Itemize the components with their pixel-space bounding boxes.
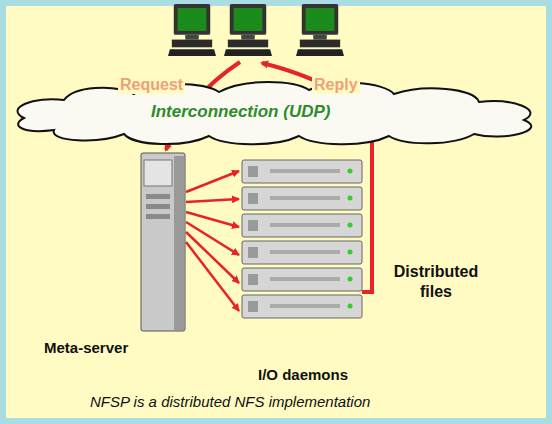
arrow-line [186, 199, 239, 202]
arrow-line [186, 242, 239, 311]
client-computer [296, 4, 344, 56]
server-tower [140, 152, 186, 332]
arrow-line [186, 171, 239, 192]
client-computer [168, 4, 216, 56]
client-computer [224, 4, 272, 56]
caption: NFSP is a distributed NFS implementation [90, 393, 370, 410]
node-label: I/O daemons [258, 366, 348, 383]
fan-out-arrows [186, 171, 239, 311]
node-label: Meta-server [44, 339, 128, 356]
flow-label: Request [118, 76, 185, 94]
annotation-label: Distributed files [386, 262, 486, 302]
server-rack [240, 158, 364, 324]
meta-server: Meta-server [140, 152, 186, 332]
network-cloud: Interconnection (UDP) [4, 78, 544, 148]
arrow-line [186, 212, 239, 227]
flow-label: Reply [312, 76, 360, 94]
network-label: Interconnection (UDP) [149, 102, 332, 122]
io-daemons: I/O daemons [240, 158, 364, 324]
